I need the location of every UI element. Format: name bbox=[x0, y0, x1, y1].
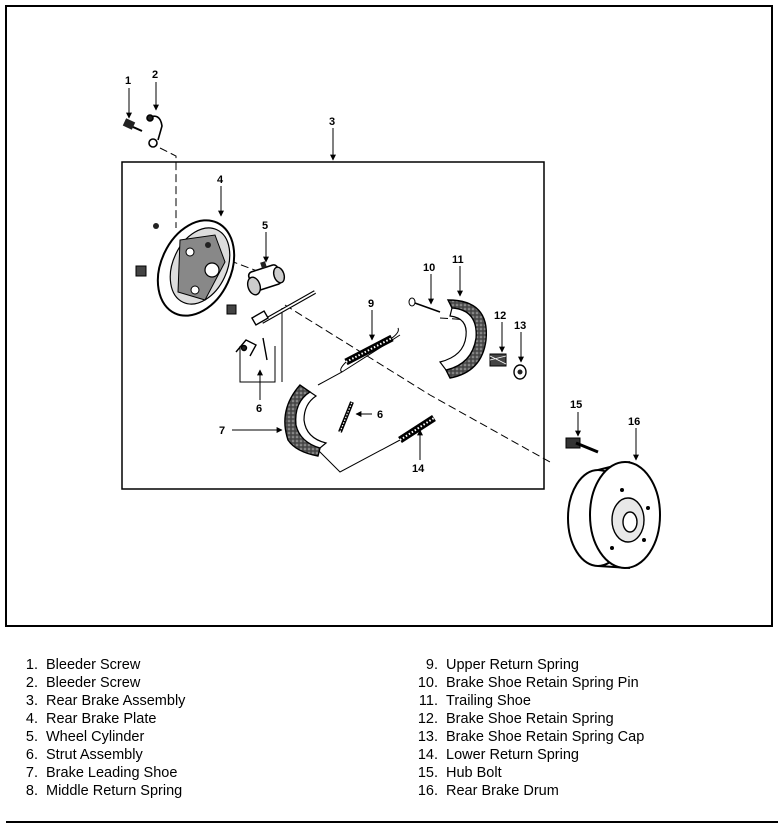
legend-label: Rear Brake Drum bbox=[446, 783, 559, 799]
legend-label: Strut Assembly bbox=[46, 747, 143, 763]
callout-2: 2 bbox=[152, 69, 158, 81]
legend-item: 3. Rear Brake Assembly bbox=[16, 692, 186, 710]
legend-label: Wheel Cylinder bbox=[46, 729, 145, 745]
legend-item: 15. Hub Bolt bbox=[410, 764, 644, 782]
callout-16: 16 bbox=[628, 416, 640, 428]
legend-number: 16. bbox=[417, 783, 438, 799]
callout-3: 3 bbox=[329, 116, 335, 128]
legend-number: 4. bbox=[25, 711, 38, 727]
callout-7: 7 bbox=[219, 425, 225, 437]
legend-label: Trailing Shoe bbox=[446, 693, 531, 709]
brake-shoe-retain-spring bbox=[489, 353, 507, 367]
legend-item: 8. Middle Return Spring bbox=[16, 782, 185, 800]
legend-label: Upper Return Spring bbox=[446, 657, 579, 673]
callout-arrows bbox=[126, 82, 639, 461]
callout-1: 1 bbox=[125, 75, 131, 87]
legend-number: 13. bbox=[417, 729, 438, 745]
brake-assembly-box bbox=[121, 161, 545, 490]
brake-shoe-retain-spring-pin bbox=[408, 297, 441, 313]
brake-leading-shoe bbox=[284, 384, 328, 457]
legend-number: 11. bbox=[418, 693, 438, 709]
legend-item: 16. Rear Brake Drum bbox=[410, 782, 644, 800]
callout-15: 15 bbox=[570, 399, 582, 411]
legend-number: 15. bbox=[417, 765, 438, 781]
rear-brake-plate bbox=[135, 219, 237, 317]
legend-item: 12. Brake Shoe Retain Spring bbox=[410, 710, 644, 728]
legend-label: Brake Shoe Retain Spring Pin bbox=[446, 675, 639, 691]
bleeder-screw-1 bbox=[122, 118, 143, 132]
legend-item: 14. Lower Return Spring bbox=[410, 746, 644, 764]
legend-number: 12. bbox=[417, 711, 438, 727]
legend-label: Brake Shoe Retain Spring bbox=[446, 711, 614, 727]
legend-number: 9. bbox=[425, 657, 438, 673]
legend-right: 9. Upper Return Spring 10. Brake Shoe Reta… bbox=[410, 656, 644, 800]
legend-item: 13. Brake Shoe Retain Spring Cap bbox=[410, 728, 644, 746]
legend-item: 2. Bleeder Screw bbox=[16, 674, 185, 692]
legend-number: 7. bbox=[25, 765, 38, 781]
legend-number: 3. bbox=[25, 693, 38, 709]
legend-item: 6. Strut Assembly bbox=[16, 746, 185, 764]
middle-return-spring bbox=[338, 401, 354, 433]
legend-item: 10. Brake Shoe Retain Spring Pin bbox=[410, 674, 644, 692]
legend-label: Bleeder Screw bbox=[46, 657, 141, 673]
callout-14: 14 bbox=[412, 463, 425, 475]
legend-number: 8. bbox=[25, 783, 38, 799]
legend-label: Hub Bolt bbox=[446, 765, 502, 781]
callout-6-spring: 6 bbox=[377, 409, 383, 421]
callout-13: 13 bbox=[514, 320, 526, 332]
legend-number: 14. bbox=[417, 747, 438, 763]
lower-return-spring bbox=[398, 415, 436, 443]
wheel-cylinder bbox=[246, 261, 286, 296]
legend-label: Lower Return Spring bbox=[446, 747, 579, 763]
legend-label: Brake Leading Shoe bbox=[46, 765, 178, 781]
legend-item: 5. Wheel Cylinder bbox=[16, 728, 185, 746]
trailing-shoe bbox=[438, 299, 488, 379]
legend-label: Bleeder Screw bbox=[46, 675, 141, 691]
legend-item: 7. Brake Leading Shoe bbox=[16, 764, 185, 782]
bleeder-screw-2 bbox=[146, 114, 163, 148]
callout-5: 5 bbox=[262, 220, 268, 232]
strut-assembly bbox=[235, 290, 316, 361]
callout-10: 10 bbox=[423, 262, 435, 274]
legend-item: 9. Upper Return Spring bbox=[410, 656, 644, 674]
brake-shoe-retain-spring-cap bbox=[513, 364, 527, 380]
legend-label: Brake Shoe Retain Spring Cap bbox=[446, 729, 645, 745]
legend-number: 5. bbox=[25, 729, 38, 745]
legend-label: Middle Return Spring bbox=[46, 783, 183, 799]
callout-11: 11 bbox=[452, 254, 464, 266]
legend-item: 4. Rear Brake Plate bbox=[16, 710, 185, 728]
callout-12: 12 bbox=[494, 310, 506, 322]
callout-6-strut: 6 bbox=[256, 403, 262, 415]
callout-9: 9 bbox=[368, 298, 374, 310]
hub-bolt bbox=[565, 437, 599, 454]
legend-label: Rear Brake Assembly bbox=[46, 693, 186, 709]
legend-left: 1. Bleeder Screw 2. Bleeder Screw 3. Rear B… bbox=[16, 656, 186, 800]
legend-number: 2. bbox=[25, 675, 38, 691]
legend-number: 1. bbox=[25, 657, 38, 673]
upper-return-spring bbox=[340, 327, 399, 373]
legend-item: 1. Bleeder Screw bbox=[16, 656, 185, 674]
rear-brake-drum bbox=[567, 461, 661, 569]
legend-label: Rear Brake Plate bbox=[46, 711, 157, 727]
legend-number: 10. bbox=[417, 675, 438, 691]
legend-number: 6. bbox=[25, 747, 38, 763]
alignment-lines bbox=[159, 147, 551, 463]
callout-labels: 1 2 3 4 5 6 6 7 9 10 11 12 13 14 15 16 bbox=[125, 69, 640, 475]
exploded-brake-diagram: 1 2 3 4 5 6 6 7 9 10 11 12 13 14 15 16 bbox=[121, 69, 661, 569]
legend-item: 11. Trailing Shoe bbox=[410, 692, 644, 710]
bottom-rule bbox=[6, 821, 778, 823]
callout-4: 4 bbox=[217, 174, 224, 186]
